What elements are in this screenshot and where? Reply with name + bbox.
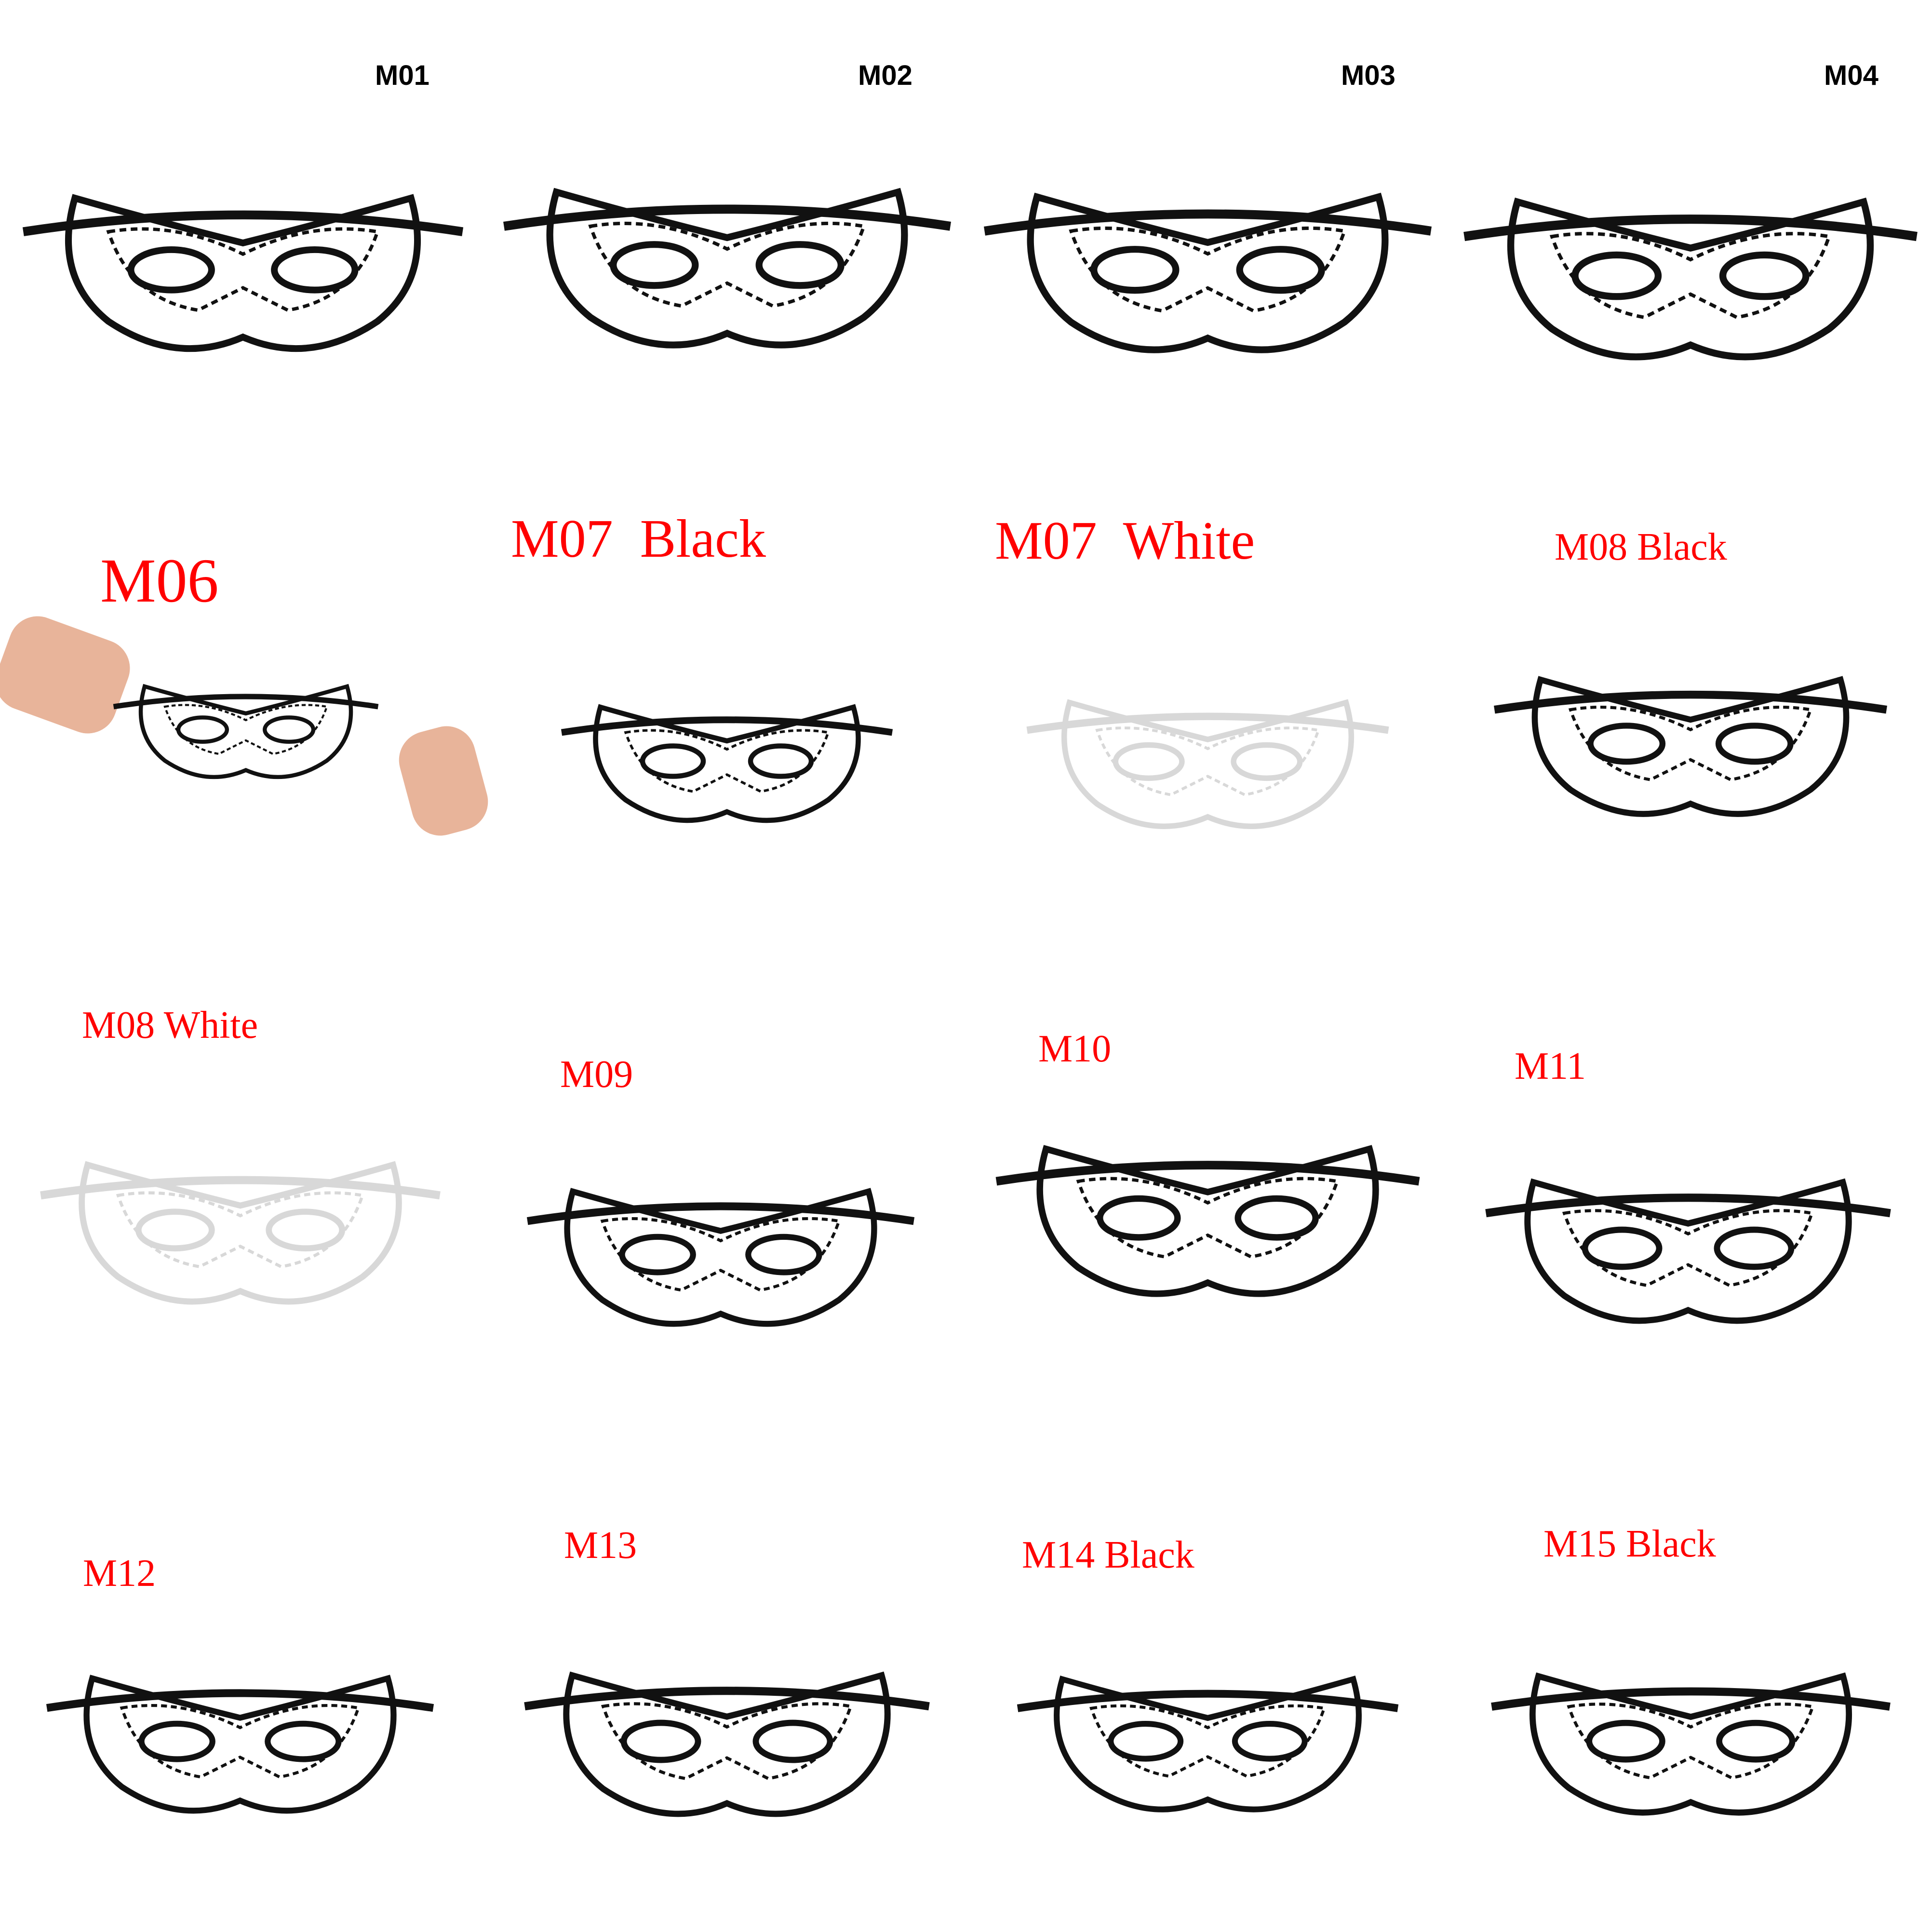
mask-image-10 bbox=[526, 1187, 915, 1327]
mask-image-16 bbox=[1490, 1672, 1891, 1816]
hand-right-image bbox=[392, 720, 495, 842]
label-m09: M09 bbox=[560, 1053, 633, 1096]
label-m08-black: M08 Black bbox=[1555, 526, 1727, 568]
label-m02: M02 bbox=[858, 60, 912, 91]
mask-image-11 bbox=[995, 1145, 1420, 1297]
mask-image-4 bbox=[1463, 197, 1918, 360]
label-m15-black: M15 Black bbox=[1543, 1523, 1716, 1565]
label-m12: M12 bbox=[83, 1552, 156, 1595]
mask-image-7 bbox=[1026, 699, 1389, 829]
label-m11: M11 bbox=[1515, 1045, 1586, 1087]
label-m03: M03 bbox=[1341, 60, 1395, 91]
mask-image-13 bbox=[46, 1674, 434, 1813]
label-m07-black: M07 Black bbox=[511, 509, 766, 569]
label-m01: M01 bbox=[375, 60, 429, 91]
mask-image-2 bbox=[503, 188, 951, 349]
mask-image-9 bbox=[40, 1161, 441, 1305]
mask-image-5 bbox=[113, 684, 379, 779]
mask-image-12 bbox=[1485, 1178, 1891, 1324]
label-m07-white: M07 White bbox=[995, 511, 1255, 571]
mask-image-15 bbox=[1017, 1675, 1398, 1812]
mask-image-3 bbox=[983, 192, 1432, 353]
mask-image-8 bbox=[1494, 675, 1887, 817]
label-m14-black: M14 Black bbox=[1022, 1534, 1194, 1576]
mask-image-14 bbox=[524, 1671, 930, 1817]
label-m13: M13 bbox=[564, 1524, 637, 1567]
mask-image-6 bbox=[561, 704, 893, 823]
mask-image-1 bbox=[22, 193, 464, 352]
label-m08-white: M08 White bbox=[82, 1004, 258, 1046]
label-m10: M10 bbox=[1038, 1028, 1112, 1070]
label-m04: M04 bbox=[1824, 60, 1878, 91]
label-m06: M06 bbox=[100, 546, 219, 616]
